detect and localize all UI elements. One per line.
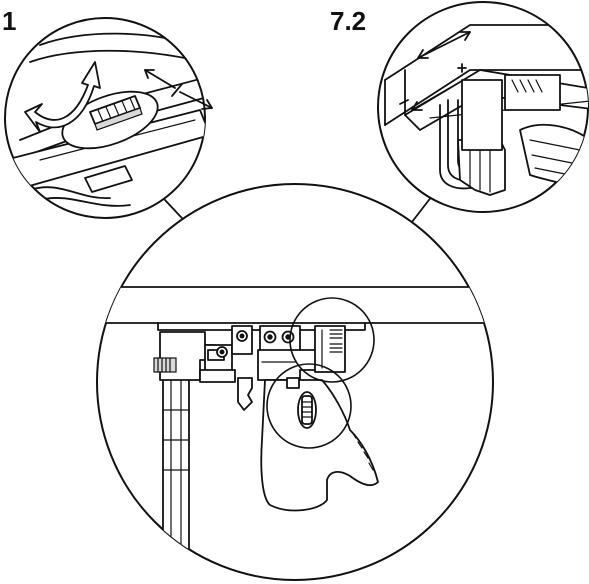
callout-label-7-2: 7.2 [330,6,367,36]
pivot-screws [231,325,301,355]
zoom-circle-1 [4,17,213,219]
gauge-hooks [439,79,506,196]
rotate-arrow-icon [24,61,101,133]
main-view [96,183,494,581]
gauge-highlight-circle [289,297,375,383]
clamp-block [153,331,236,383]
table-top [97,286,493,324]
adjustment-wheel [89,95,143,131]
zoom-circle-7-2 [377,1,589,213]
vertical-guide-bar [162,359,190,580]
adjustment-wheel-small [266,363,352,449]
gauge-plate [314,325,346,373]
callout-label-1: 1 [2,6,17,36]
plus-minus-marks [399,63,467,105]
slide-arrow-icon [411,31,471,111]
double-headed-arrow-icon [144,69,213,110]
trigger-handle [260,379,379,512]
